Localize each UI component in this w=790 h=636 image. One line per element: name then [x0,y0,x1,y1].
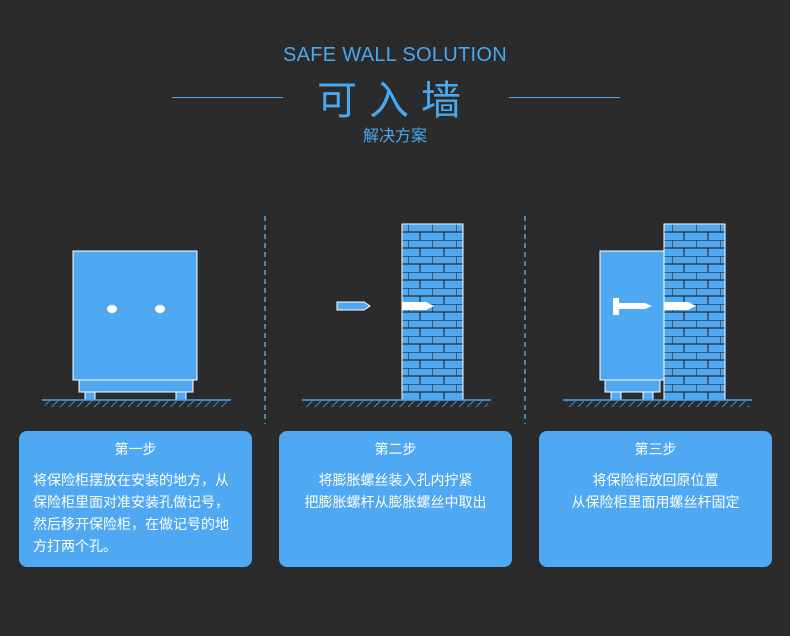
expansion-bolt-icon [336,301,371,311]
step-card-3: 第三步 将保险柜放回原位置 从保险柜里面用螺丝杆固定 [539,431,772,567]
ground-3 [563,399,752,407]
step-title: 第二步 [374,442,417,458]
bolt-in-wall [402,302,434,310]
title-english: SAFE WALL SOLUTION [283,44,507,66]
title-rule-left [172,97,283,98]
title-chinese: 可入墙 [317,78,473,124]
brick-wall-icon [401,223,464,401]
brick-wall-icon-2 [663,223,726,401]
subtitle: 解决方案 [362,126,427,145]
title-rule-right [509,97,620,98]
safe-icon-2 [599,250,665,401]
step-title: 第三步 [634,442,677,458]
step-card-2: 第二步 将膨胀螺丝装入孔内拧紧 把膨胀螺杆从膨胀螺丝中取出 [279,431,512,567]
step-title: 第一步 [114,442,157,458]
step-description: 将保险柜摆放在安装的地方，从 保险柜里面对准安装孔做记号， 然后移开保险柜，在做… [33,473,229,555]
screw-bolt-icon [613,298,696,315]
ground-1 [42,399,231,407]
step-description: 将保险柜放回原位置 从保险柜里面用螺丝杆固定 [571,473,740,511]
step-description: 将膨胀螺丝装入孔内拧紧 把膨胀螺杆从膨胀螺丝中取出 [304,473,487,511]
ground-2 [302,399,491,407]
step-card-1: 第一步 将保险柜摆放在安装的地方，从 保险柜里面对准安装孔做记号， 然后移开保险… [19,431,252,567]
safe-icon [72,250,198,401]
